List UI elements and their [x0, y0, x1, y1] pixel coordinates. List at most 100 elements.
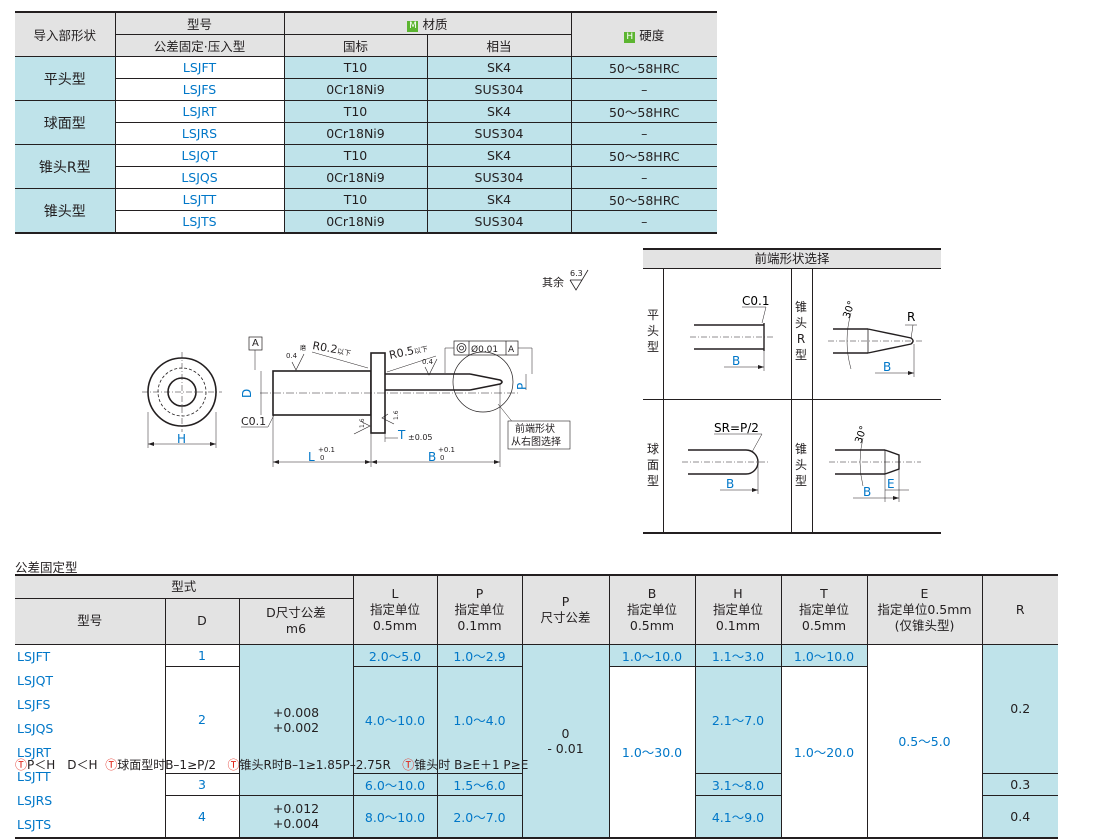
- dim-H-label: H: [177, 432, 186, 446]
- table-row: LSJRS 0Cr18Ni9 SUS304 –: [15, 122, 717, 145]
- T-merged-cell: 1.0～20.0: [780, 665, 867, 838]
- rough-16b-label: 1.6: [393, 410, 400, 420]
- H-cell: 1.1～3.0: [694, 643, 782, 667]
- callout-line2: 从右图选择: [511, 435, 561, 448]
- chamfer-label: C0.1: [241, 415, 266, 428]
- ball-label: 球面型: [646, 442, 659, 488]
- model-cell: LSJRS: [115, 122, 285, 145]
- L-cell: 8.0～10.0: [352, 795, 438, 838]
- R-cell: 0.4: [981, 795, 1058, 838]
- model-cell: LSJQT: [114, 144, 285, 167]
- gb-cell: 0Cr18Ni9: [283, 78, 428, 101]
- D-cell: 3: [165, 773, 240, 796]
- shape-cell: 球面型: [15, 100, 116, 145]
- cone-label: 锥头型: [794, 442, 807, 488]
- model-cell: LSJFS: [115, 78, 285, 101]
- D-tol-cell: +0.008+0.002: [238, 643, 354, 796]
- L-cell: 4.0～10.0: [352, 665, 438, 774]
- flat-label: 平头型: [646, 308, 659, 354]
- datum-a-box: A: [252, 338, 259, 349]
- B-cell: 1.0～10.0: [608, 643, 696, 667]
- equivalent-header: 相当: [426, 34, 571, 57]
- cone-angle: 30°: [853, 425, 869, 445]
- P-cell: 1.5～6.0: [436, 773, 523, 796]
- r-shank-label: R0.5以下: [388, 341, 429, 362]
- note-mark-icon: Ⓣ: [402, 758, 415, 772]
- tol-B-up: +0.1: [438, 446, 455, 454]
- rough-04b-label: 0.4: [422, 358, 434, 366]
- gb-cell: T10: [283, 144, 428, 167]
- H-cell: 2.1～7.0: [694, 665, 782, 774]
- ball-sr-label: SR=P/2: [714, 421, 759, 435]
- table-row: 球面型 LSJRT T10 SK4 50～58HRC: [15, 100, 717, 145]
- dim-T-label: T: [397, 428, 406, 442]
- hardness-cell: 50～58HRC: [570, 188, 717, 211]
- flat-chamfer-label: C0.1: [742, 294, 769, 308]
- model-cell: LSJTT: [114, 188, 285, 211]
- spec-title: 公差固定型: [15, 560, 78, 575]
- shape-cell: 平头型: [15, 56, 116, 101]
- perpendicularity-frame: Ø0.01 A: [444, 340, 519, 373]
- side-view: [260, 351, 520, 434]
- table-row: LSJQS 0Cr18Ni9 SUS304 –: [15, 166, 717, 189]
- model-header: 型号: [114, 11, 285, 35]
- hardness-cell: 50～58HRC: [570, 144, 717, 167]
- cone-r-radius: R: [907, 310, 915, 324]
- P-cell: 1.0～2.9: [436, 643, 523, 667]
- E-cell: 0.5～5.0: [866, 643, 983, 838]
- D-tol-cell: +0.012+0.004: [238, 795, 354, 838]
- table-row: LSJFTLSJQT LSJFSLSJQS LSJRTLSJTT LSJRSLS…: [15, 643, 1058, 838]
- T-cell: 1.0～10.0: [780, 643, 868, 667]
- note-mark-icon: Ⓣ: [105, 758, 118, 772]
- rest-label: 其余: [542, 275, 564, 289]
- table-row: LSJTS 0Cr18Ni9 SUS304 –: [15, 210, 717, 234]
- footnote: ⓉP＜H D＜H Ⓣ球面型时B–1≥P/2 Ⓣ锥头R时B–1≥1.85P–2.7…: [15, 758, 529, 772]
- end-view: [142, 352, 222, 448]
- B-merged-cell: 1.0～30.0: [608, 665, 696, 838]
- ball-dim-B: B: [726, 477, 734, 491]
- eq-cell: SUS304: [426, 78, 572, 101]
- callout-line1: 前端形状: [515, 422, 555, 435]
- gb-cell: 0Cr18Ni9: [283, 210, 428, 234]
- shape-cell: 锥头型: [15, 188, 116, 234]
- dim-B-label: B: [428, 450, 436, 464]
- standard-header: 国标: [283, 34, 428, 57]
- D-header: D: [164, 597, 240, 645]
- P-cell: 1.0～4.0: [436, 665, 523, 774]
- callout-box: [507, 420, 571, 450]
- model-list: LSJFTLSJQT LSJFSLSJQS LSJRTLSJTT LSJRSLS…: [15, 643, 166, 838]
- hardness-cell: –: [570, 210, 717, 234]
- eq-cell: SK4: [426, 144, 572, 167]
- perp-datum: A: [508, 345, 515, 355]
- flat-dim-B: B: [732, 354, 740, 368]
- L-cell: 2.0～5.0: [352, 643, 438, 667]
- H-cell: 4.1～9.0: [694, 795, 782, 838]
- dim-D-label: D: [240, 389, 254, 398]
- type-group-header: 型式: [15, 574, 354, 599]
- rough-16-label: 1.6: [359, 418, 366, 428]
- model-header: 型号: [15, 597, 166, 645]
- table-row: 锥头R型 LSJQT T10 SK4 50～58HRC: [15, 144, 717, 189]
- cone-tip-drawing: 30° B E: [829, 425, 921, 502]
- roughness-symbol-icon: [569, 269, 589, 291]
- cone-r-angle: 30°: [841, 300, 857, 320]
- gb-cell: 0Cr18Ni9: [283, 122, 428, 145]
- cone-r-tip-drawing: 30° R B: [828, 300, 923, 377]
- guide-shape-header: 导入部形状: [15, 11, 116, 57]
- table-row: 平头型 LSJFT T10 SK4 50～58HRC: [15, 56, 717, 101]
- dim-P-label: P: [515, 383, 529, 390]
- gb-cell: T10: [283, 56, 428, 79]
- P-tol-cell: 0- 0.01: [521, 643, 610, 838]
